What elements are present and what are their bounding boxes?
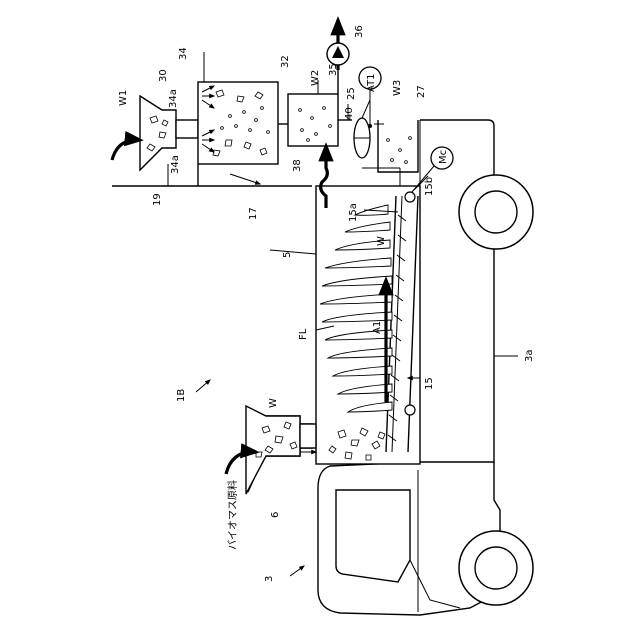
label-34a-bottom: 34a (170, 155, 181, 174)
label-40: 40 (344, 107, 355, 120)
label-19: 19 (152, 193, 163, 206)
hopper-19 (112, 96, 198, 170)
filter-40 (338, 118, 370, 158)
label-38: 38 (292, 159, 303, 172)
label-6: 6 (270, 512, 281, 518)
truck-window (336, 490, 410, 582)
label-35: 35 (328, 63, 339, 76)
label-3a: 3a (524, 350, 535, 363)
truck-rear-wheel (459, 175, 533, 249)
label-biomass: バイオマス原料 (226, 480, 239, 550)
truck-bed (420, 120, 494, 462)
label-34: 34 (178, 47, 189, 60)
label-fl: FL (298, 328, 309, 340)
label-32: 32 (280, 55, 291, 68)
truck-front-wheel (459, 531, 533, 605)
label-a1: A1 (372, 321, 383, 334)
label-30: 30 (158, 69, 169, 82)
label-w1: W1 (118, 90, 129, 106)
label-15b: 15b (424, 177, 435, 196)
label-1b: 1B (176, 389, 187, 402)
label-25: 25 (346, 87, 357, 100)
label-at1: AT1 (366, 73, 377, 92)
label-w3: W3 (392, 80, 403, 96)
hopper-6 (226, 406, 316, 494)
label-w-hopper: W (268, 398, 279, 408)
label-27: 27 (416, 85, 427, 98)
label-3: 3 (264, 576, 275, 582)
label-w-conveyor: W (376, 236, 387, 246)
label-15a: 15a (348, 203, 359, 222)
furnace (316, 186, 420, 464)
label-5: 5 (282, 252, 293, 258)
label-w2: W2 (310, 70, 321, 86)
label-17: 17 (248, 207, 259, 220)
label-34a-top: 34a (168, 89, 179, 108)
conveyor-roller-top (405, 192, 415, 202)
chamber-32 (288, 80, 338, 146)
hopper-19-arrow (112, 140, 140, 160)
label-36: 36 (354, 25, 365, 38)
chamber-30 (198, 52, 278, 164)
conveyor-roller-bottom (405, 405, 415, 415)
label-15: 15 (424, 377, 435, 390)
pump-36 (327, 20, 349, 94)
container-27 (374, 120, 418, 172)
label-mc: Mc (438, 150, 449, 164)
